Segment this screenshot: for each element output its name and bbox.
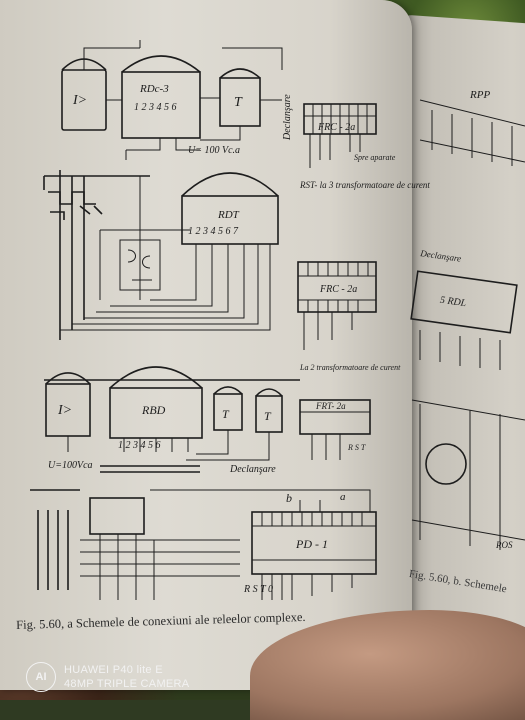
label-right-decl: Declanşare xyxy=(419,248,462,264)
label-frc-b-note: La 2 transformatoare de curent xyxy=(299,363,401,372)
label-frt: FRT- 2a xyxy=(315,401,346,411)
right-page-diagrams: RPP 5 RDL Declanşare ROS xyxy=(410,89,525,550)
label-relay1-terms: 1 2 3 4 5 6 xyxy=(134,102,177,113)
diagram-rbd: I> RBD T T 1 2 3 4 5 6 U=100Vca Declanşa… xyxy=(44,366,300,475)
camera-watermark: AI HUAWEI P40 lite E 48MP TRIPLE CAMERA xyxy=(26,662,189,692)
label-relay1-left: I> xyxy=(72,93,87,108)
circuit-diagrams: I> RDc-3 1 2 3 4 5 6 T U= 100 Vc.a Decla… xyxy=(30,40,525,600)
diagram-frc-b: FRC - 2a La 2 transformatoare de curent xyxy=(297,261,401,372)
label-frc-b: FRC - 2a xyxy=(319,284,357,295)
label-rst-note: RST- la 3 transformatoare de curent xyxy=(299,180,430,190)
label-relay1-decl: Declanşare xyxy=(282,94,293,141)
label-relay3-left: I> xyxy=(57,403,72,418)
diagram-rdt: RDT 1 2 3 4 5 6 7 xyxy=(43,170,279,340)
label-frc-a: FRC - 2a xyxy=(317,122,355,133)
label-right-rdl: 5 RDL xyxy=(439,295,467,310)
label-right-ros: ROS xyxy=(495,540,513,550)
watermark-line1: HUAWEI P40 lite E xyxy=(64,664,163,676)
label-b: b xyxy=(286,491,292,505)
label-relay1-right: T xyxy=(234,95,243,110)
diagram-frc-a: FRC - 2a RST- la 3 transformatoare de cu… xyxy=(299,103,430,190)
label-right-rpp: RPP xyxy=(469,89,490,101)
label-relay3-terms: 1 2 3 4 5 6 xyxy=(118,440,161,451)
label-relay3-t1: T xyxy=(222,407,230,421)
label-rst-bottom: R S T 0 xyxy=(243,584,273,595)
label-a: a xyxy=(340,491,346,503)
label-relay1-mid: RDc-3 xyxy=(139,83,169,95)
label-rdt: RDT xyxy=(217,209,240,221)
label-rst-small: R S T xyxy=(347,443,366,452)
diagram-rdc3: I> RDc-3 1 2 3 4 5 6 T U= 100 Vc.a Decla… xyxy=(61,40,293,160)
label-rdt-terms: 1 2 3 4 5 6 7 xyxy=(188,226,239,237)
label-pd: PD - 1 xyxy=(295,537,328,551)
label-relay3-mid: RBD xyxy=(141,403,166,417)
label-relay3-t2: T xyxy=(264,409,272,423)
label-relay3-decl: Declanşare xyxy=(229,464,276,475)
diagram-frt: FRT- 2a R S T xyxy=(299,399,371,460)
label-relay3-voltage: U=100Vca xyxy=(48,460,93,471)
label-spre: Spre aparate xyxy=(354,153,396,162)
diagram-pd1: PD - 1 R S T 0 b a xyxy=(30,489,377,600)
ai-logo-icon: AI xyxy=(26,662,56,692)
watermark-line2: 48MP TRIPLE CAMERA xyxy=(64,678,190,690)
label-relay1-voltage: U= 100 Vc.a xyxy=(188,145,240,156)
